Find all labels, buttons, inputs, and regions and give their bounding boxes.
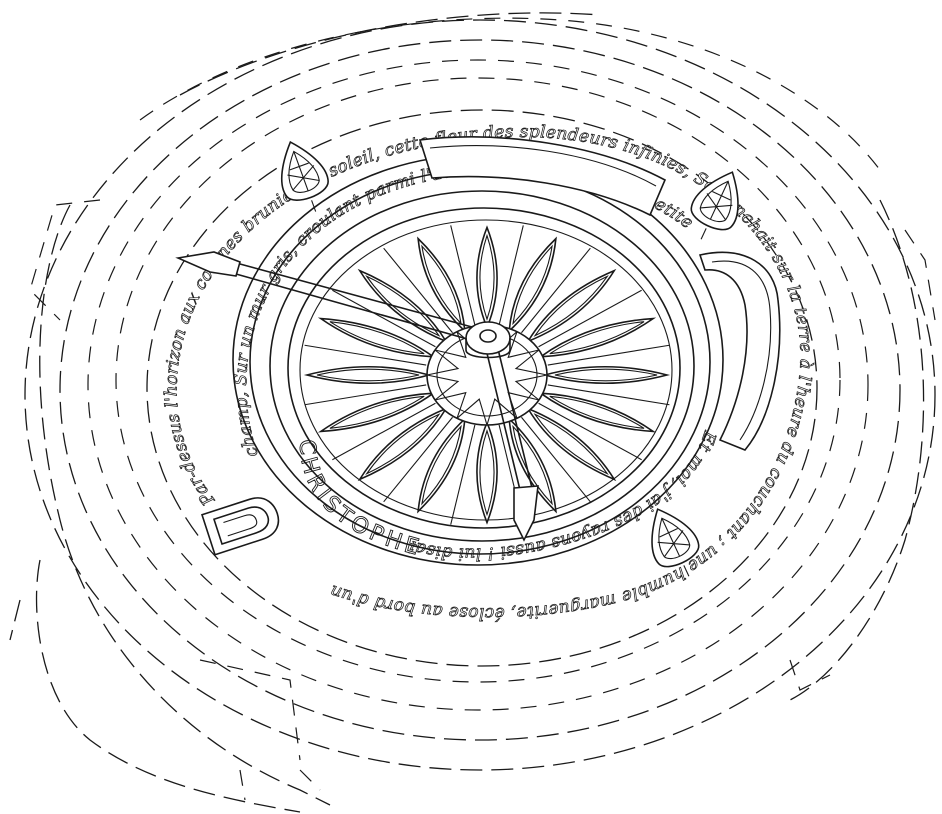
flower-petal-inner bbox=[554, 368, 658, 382]
flange-dashed bbox=[146, 109, 818, 667]
right-window-inner bbox=[711, 260, 772, 441]
flower-spoke bbox=[521, 247, 591, 334]
flower-spoke bbox=[304, 344, 427, 366]
flower-petal bbox=[537, 317, 657, 358]
flower-spoke bbox=[538, 289, 642, 348]
minute-hand bbox=[175, 251, 484, 343]
bezel-dashed-2 bbox=[115, 77, 841, 683]
dial-ring bbox=[269, 190, 695, 542]
hour-hand bbox=[484, 344, 539, 542]
gem-facet bbox=[434, 331, 467, 359]
gem-facet bbox=[426, 349, 460, 376]
gem-facet bbox=[456, 398, 488, 426]
flower-spoke bbox=[538, 402, 642, 461]
flower-petal-inner bbox=[512, 244, 553, 326]
case-top-dashed-2 bbox=[179, 12, 601, 96]
flower-petal bbox=[526, 268, 617, 344]
band-left-dashed bbox=[9, 559, 301, 813]
pear-gem-right bbox=[690, 171, 739, 240]
flower-petal-inner bbox=[421, 424, 462, 506]
top-window bbox=[418, 136, 667, 217]
flower-spoke bbox=[383, 416, 453, 503]
lug-bottom-dashed bbox=[199, 659, 321, 801]
flower-petal bbox=[417, 416, 466, 514]
flower-petal-inner bbox=[549, 321, 645, 355]
window-apertures bbox=[418, 136, 781, 451]
flower-spoke bbox=[547, 344, 670, 366]
cc-monogram-logo bbox=[200, 497, 280, 556]
flower-frame-ring bbox=[287, 207, 681, 529]
flower-spoke bbox=[332, 289, 436, 348]
minute-hand-shaft bbox=[235, 263, 484, 343]
flower-spoke bbox=[450, 225, 476, 326]
flower-petal-inner bbox=[512, 424, 553, 506]
flower-petal-inner bbox=[479, 429, 495, 517]
flower-spoke bbox=[547, 384, 670, 406]
flower-petal bbox=[317, 392, 437, 433]
gem-facet bbox=[514, 349, 548, 376]
lug-right-dashed bbox=[789, 199, 925, 701]
flower-petal-inner bbox=[329, 395, 425, 429]
flower-petal bbox=[357, 268, 448, 344]
bezel-dashed bbox=[87, 59, 869, 711]
gem-facet bbox=[486, 398, 518, 426]
case-outer-dashed bbox=[24, 19, 936, 771]
gem-facet bbox=[507, 331, 540, 359]
flower-petal-inner bbox=[533, 275, 609, 337]
hands-pinion bbox=[465, 321, 511, 359]
hour-hand-tip bbox=[513, 485, 539, 542]
flower-petal bbox=[357, 406, 448, 482]
flower-petal-inner bbox=[533, 413, 609, 475]
flower-spoke bbox=[521, 416, 591, 503]
flower-petal bbox=[417, 236, 466, 334]
lug-top-left-dashed bbox=[29, 199, 101, 321]
flower-petal-inner bbox=[479, 233, 495, 321]
flower-petal-inner bbox=[329, 321, 425, 355]
gem-facet bbox=[514, 374, 548, 401]
flower-petal-inner bbox=[365, 275, 441, 337]
case-hidden-lines bbox=[9, 12, 936, 813]
flower-petal-inner bbox=[316, 368, 420, 382]
flower-petal bbox=[526, 406, 617, 482]
flower-spoke bbox=[332, 402, 436, 461]
flower-petal-inner bbox=[365, 413, 441, 475]
pear-gems bbox=[281, 140, 739, 577]
watch-hands bbox=[175, 251, 539, 542]
top-window-inner bbox=[429, 145, 657, 187]
flower-spoke bbox=[498, 225, 524, 326]
pear-gem-bottom bbox=[651, 508, 700, 577]
flower-petal bbox=[537, 392, 657, 433]
lug-left-dashed bbox=[39, 204, 331, 806]
minute-hand-tip bbox=[175, 251, 241, 277]
right-window bbox=[698, 251, 781, 451]
flower-petal bbox=[508, 236, 557, 334]
pear-gem-top-left bbox=[281, 140, 329, 212]
flower-spoke bbox=[450, 424, 476, 525]
flower-petal-inner bbox=[549, 395, 645, 429]
lug-right-detail-dashed bbox=[789, 229, 936, 691]
flower-petal-inner bbox=[421, 244, 462, 326]
flower-petal bbox=[317, 317, 437, 358]
case-outer-dashed-2 bbox=[59, 39, 901, 741]
gem-facet bbox=[426, 374, 460, 401]
gem-facet bbox=[434, 391, 467, 419]
flower-spoke bbox=[304, 384, 427, 406]
hour-hand-shaft bbox=[484, 344, 533, 491]
